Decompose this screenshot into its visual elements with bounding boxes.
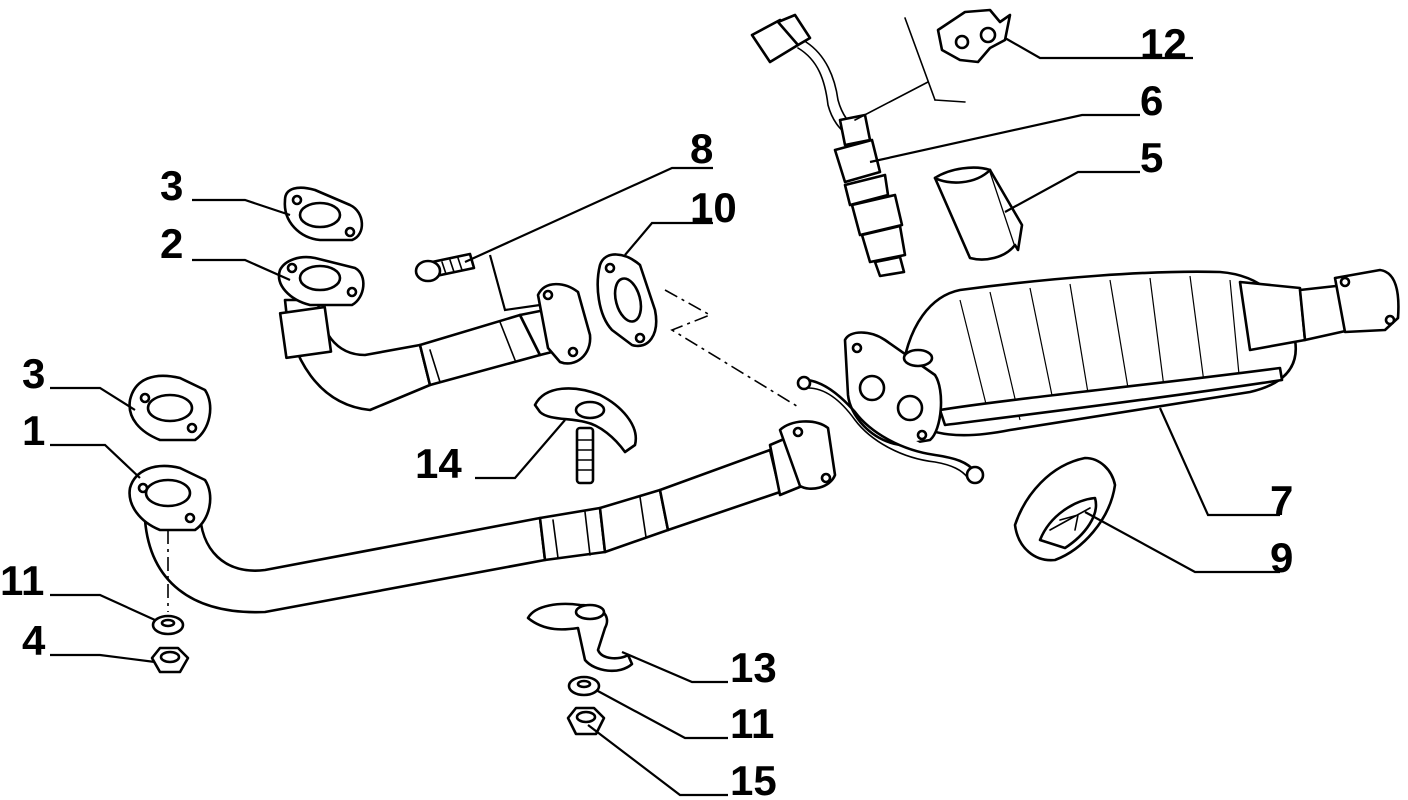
part-9-rubber-mount [1013, 456, 1117, 562]
part-1-intermediate-pipe [128, 420, 837, 614]
callout-4: 4 [22, 617, 46, 664]
leader-lines [50, 37, 1280, 797]
part-4-nut [150, 646, 190, 674]
part-10-flange-gasket [596, 253, 658, 348]
assembly-centerline [664, 289, 801, 409]
callout-13: 13 [730, 644, 777, 691]
part-3-upper-gasket [283, 186, 364, 242]
part-11-washer-right [567, 675, 601, 697]
part-11-washer-left [151, 614, 185, 636]
part-13-bracket [526, 602, 634, 673]
part-14-bracket [533, 387, 638, 485]
callout-11-right: 11 [730, 700, 774, 747]
part-3-lower-gasket [128, 374, 212, 442]
callout-14: 14 [415, 440, 462, 487]
callout-12: 12 [1140, 20, 1187, 67]
part-8-bolt [414, 252, 476, 283]
part-15-nut [566, 706, 606, 736]
part-6-oxygen-sensor [750, 13, 966, 278]
callout-3-upper: 3 [160, 162, 183, 209]
callout-2: 2 [160, 220, 183, 267]
part-12-clip [936, 8, 1012, 64]
callout-10: 10 [690, 184, 737, 231]
part-7-catalytic-converter [796, 268, 1400, 485]
callout-5: 5 [1140, 134, 1163, 181]
callout-15: 15 [730, 757, 777, 800]
part-2-front-pipe [277, 255, 592, 412]
callout-9: 9 [1270, 534, 1293, 581]
part-5-heat-shield [933, 166, 1024, 261]
callout-11-left: 11 [0, 557, 44, 604]
callout-7: 7 [1270, 477, 1293, 524]
callout-6: 6 [1140, 77, 1163, 124]
callout-3-lower: 3 [22, 350, 45, 397]
callout-8: 8 [690, 125, 713, 172]
callout-1: 1 [22, 407, 45, 454]
